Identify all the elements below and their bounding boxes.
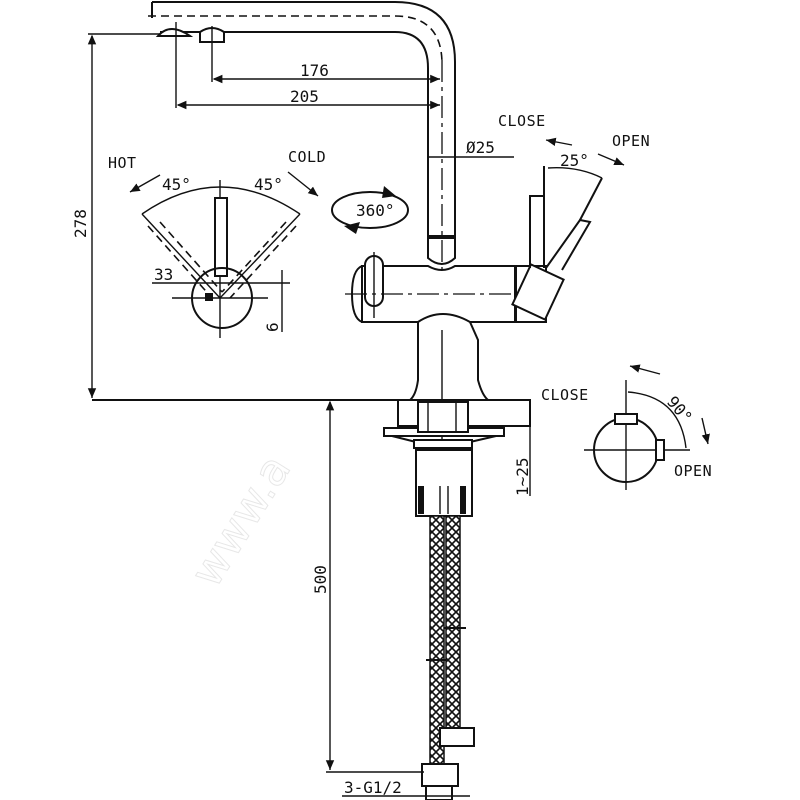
filter-valve-close-label: CLOSE bbox=[541, 386, 589, 404]
lever-offset-33: 33 bbox=[154, 265, 173, 284]
spout-diameter: Ø25 bbox=[428, 138, 514, 158]
connection-dimension: 3-G1/2 bbox=[342, 778, 470, 797]
dimension-278-label: 278 bbox=[71, 209, 90, 238]
hose-nut-upper bbox=[439, 727, 475, 747]
main-lever-diagram: 33 6 45° 45° HOT COLD bbox=[108, 148, 326, 338]
mounting-assembly: 1~25 bbox=[383, 399, 532, 517]
filter-valve-open-label: OPEN bbox=[674, 462, 712, 480]
filter-lever-close-label: CLOSE bbox=[498, 112, 546, 130]
outlet-nozzle-main bbox=[155, 28, 194, 37]
hose-nut-lower bbox=[421, 763, 459, 787]
connection-label: 3-G1/2 bbox=[344, 778, 402, 797]
supply-hoses[interactable] bbox=[421, 515, 475, 800]
spout-diameter-label: Ø25 bbox=[466, 138, 495, 157]
dimension-500: 500 bbox=[311, 400, 424, 773]
spout bbox=[148, 1, 456, 400]
filter-valve-diagram: 90° CLOSE OPEN bbox=[541, 364, 712, 490]
dimension-500-label: 500 bbox=[311, 565, 330, 594]
cold-angle: 45° bbox=[254, 175, 283, 194]
dimension-176-label: 176 bbox=[300, 61, 329, 80]
lever-neutral bbox=[214, 197, 228, 277]
lever-gap-6: 6 bbox=[263, 322, 282, 332]
swivel-rotation-label: 360° bbox=[356, 201, 395, 220]
hot-label: HOT bbox=[108, 154, 137, 172]
watermark: www.a bbox=[181, 445, 302, 596]
filter-lever-open-label: OPEN bbox=[612, 132, 650, 150]
dimension-278: 278 bbox=[71, 33, 160, 398]
filter-lever[interactable]: 25° CLOSE OPEN bbox=[498, 112, 650, 323]
dimension-176: 176 bbox=[212, 61, 440, 84]
swivel-rotation: 360° bbox=[331, 186, 409, 234]
dimension-205: 205 bbox=[176, 87, 440, 110]
filter-lever-angle: 25° bbox=[560, 151, 589, 170]
mounting-thickness-label: 1~25 bbox=[513, 457, 532, 496]
svg-text:www.a: www.a bbox=[181, 446, 301, 596]
filter-valve-angle: 90° bbox=[663, 392, 696, 426]
hot-angle: 45° bbox=[162, 175, 191, 194]
faucet-body bbox=[345, 235, 560, 440]
cold-label: COLD bbox=[288, 148, 326, 166]
dimension-205-label: 205 bbox=[290, 87, 319, 106]
